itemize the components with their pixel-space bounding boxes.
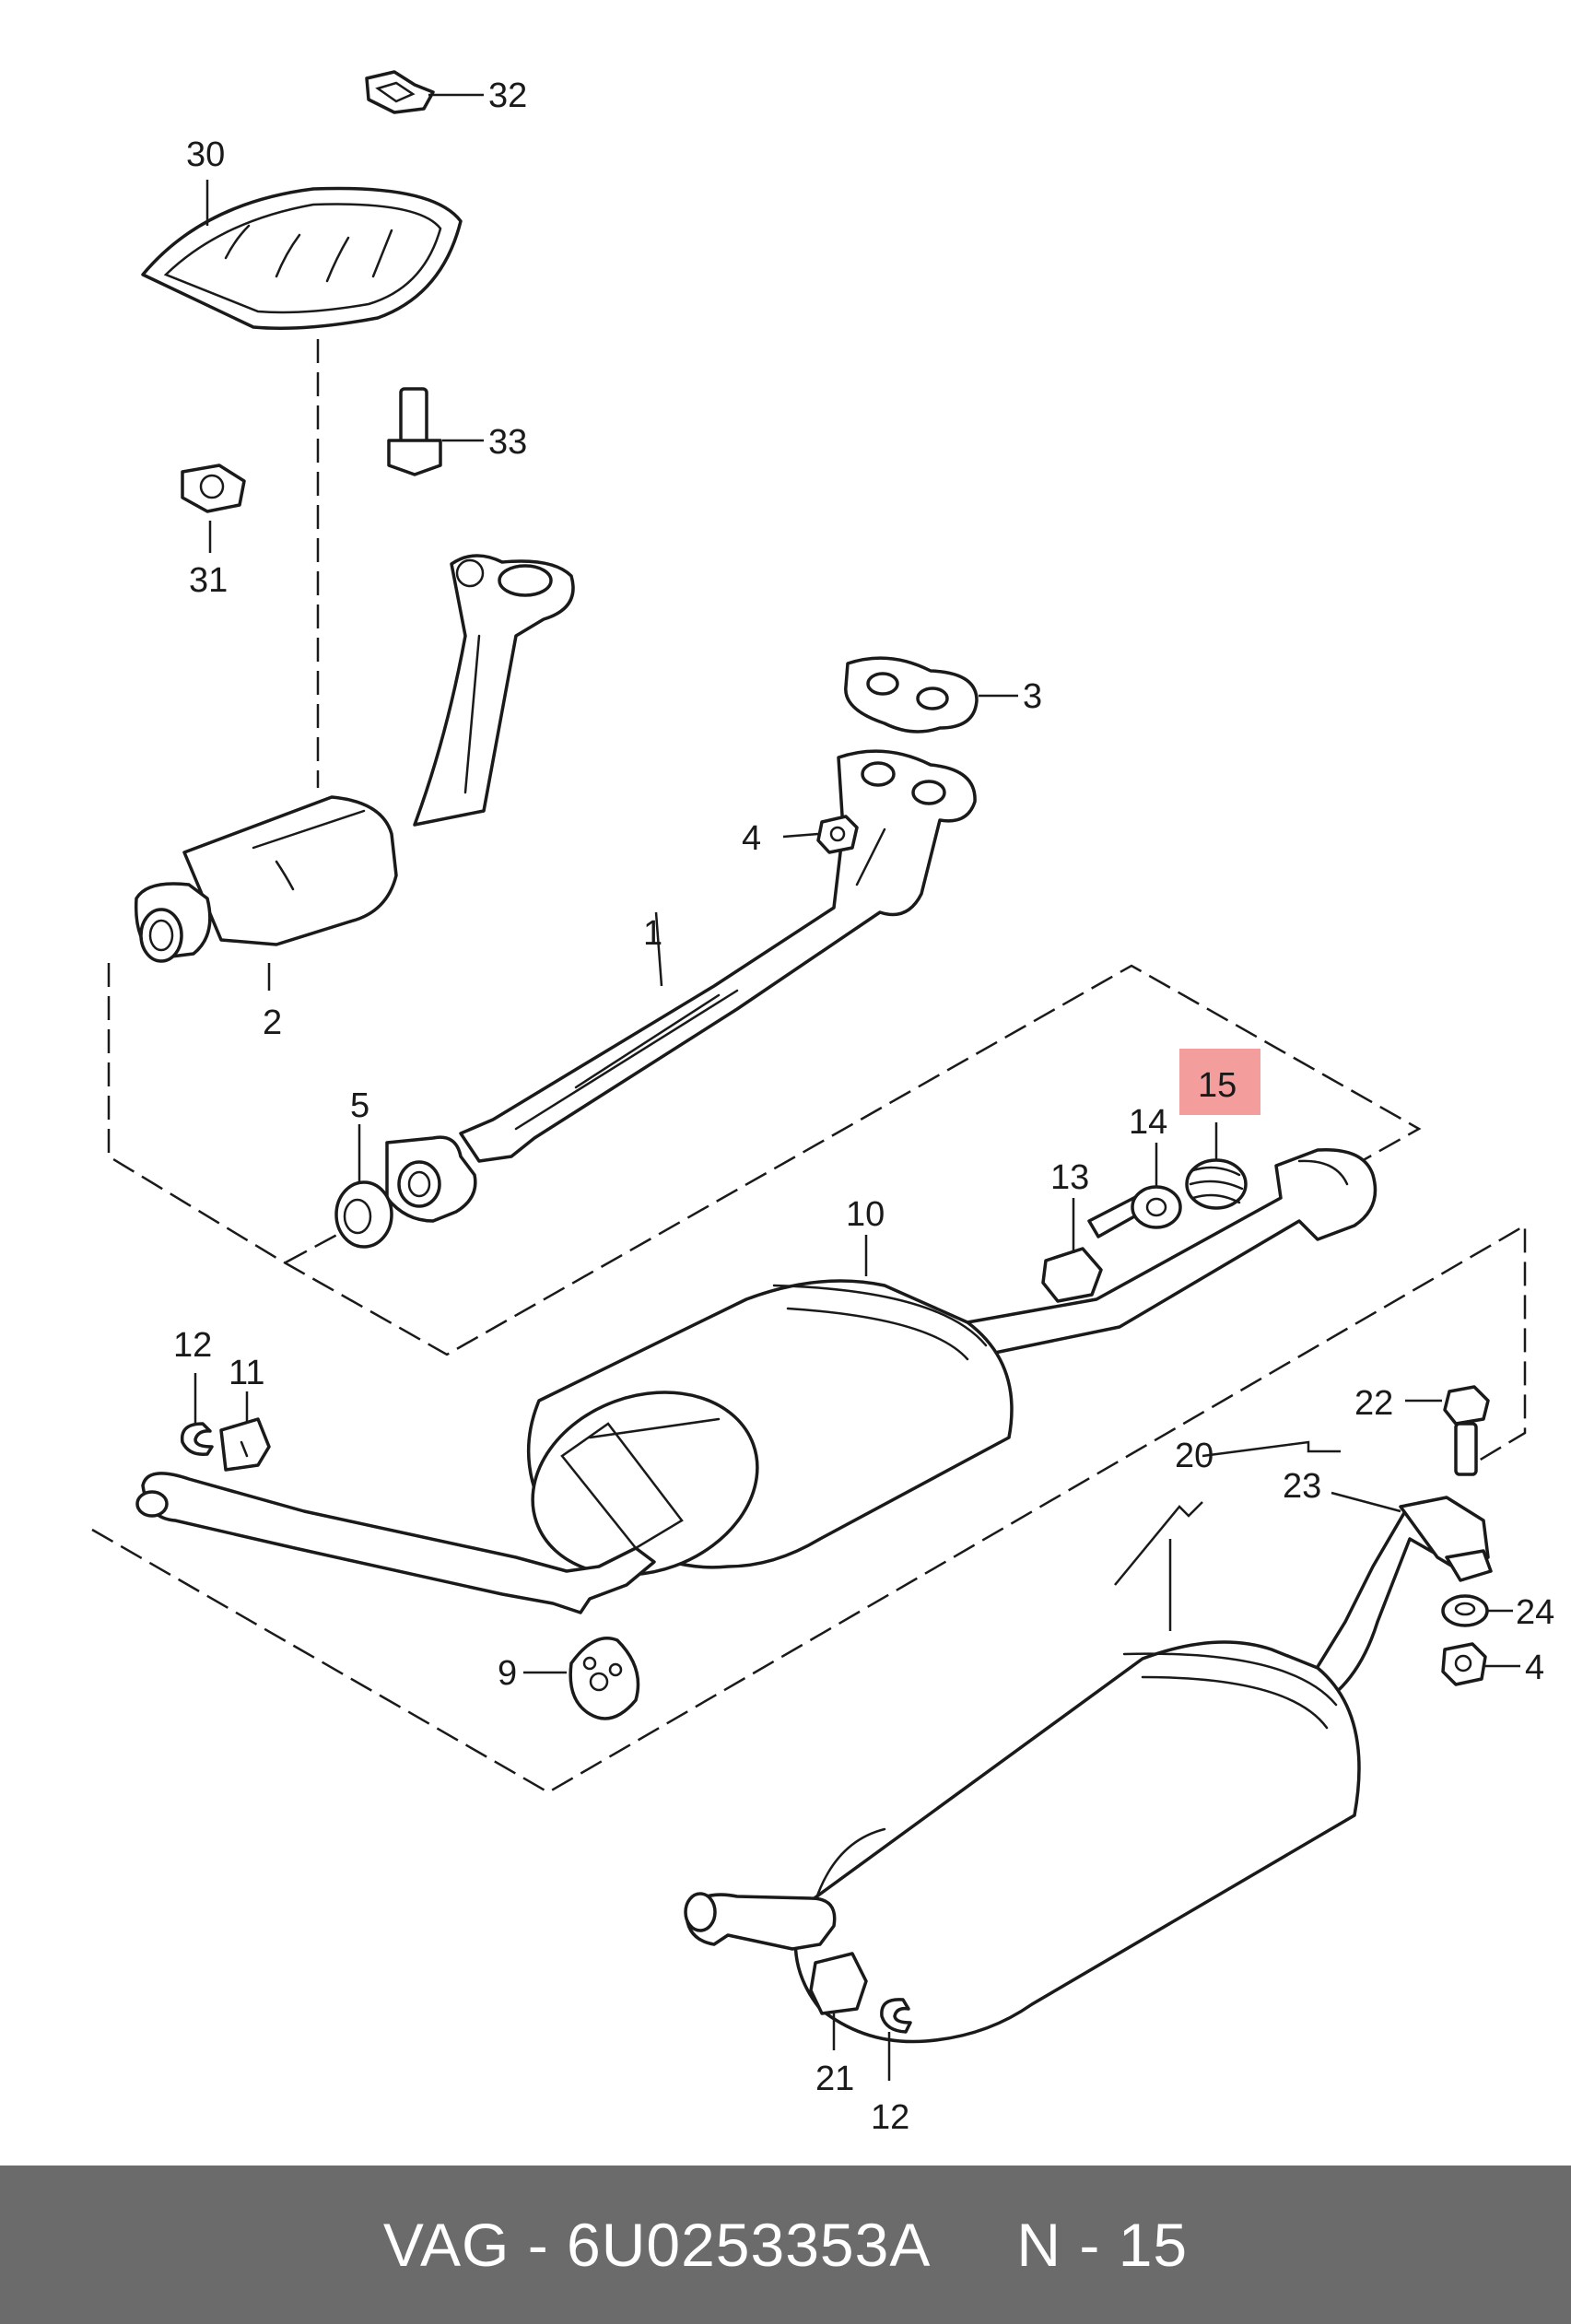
heat-shield-part-30 bbox=[141, 186, 463, 330]
assembly-boundary-front bbox=[107, 963, 1422, 1356]
part-number-label: VAG - 6U0253353A N - 15 bbox=[382, 2211, 1189, 2279]
callout-9: 9 bbox=[498, 1654, 517, 1693]
clamp-ring-part-12-lower bbox=[880, 1998, 912, 2034]
callout-24: 24 bbox=[1516, 1593, 1554, 1632]
bolt-part-22 bbox=[1443, 1385, 1490, 1476]
washer-part-24 bbox=[1441, 1594, 1489, 1627]
rubber-hanger-part-11 bbox=[219, 1417, 271, 1472]
callout-12-lower: 12 bbox=[871, 2098, 909, 2137]
callout-10: 10 bbox=[846, 1195, 885, 1234]
intermediate-pipe bbox=[135, 1472, 656, 1614]
callout-20: 20 bbox=[1175, 1437, 1213, 1475]
clip-nut-part-32 bbox=[365, 70, 435, 114]
leader-lines bbox=[193, 93, 1520, 2081]
exhaust-system-diagram: 32 30 33 31 3 4 1 2 5 15 14 13 10 12 11 … bbox=[91, 70, 1554, 2137]
callout-11: 11 bbox=[229, 1354, 264, 1392]
spring-part-15 bbox=[1185, 1158, 1248, 1210]
callout-23: 23 bbox=[1283, 1467, 1321, 1506]
callout-30: 30 bbox=[186, 135, 225, 174]
rubber-mount-part-9 bbox=[569, 1637, 640, 1720]
rear-silencer-part-20 bbox=[684, 1496, 1493, 2044]
assembly-boundary-middle bbox=[91, 1223, 1527, 1794]
middle-silencer-part-10 bbox=[526, 1147, 1378, 1577]
callout-14: 14 bbox=[1129, 1103, 1167, 1142]
washer-part-14 bbox=[1131, 1185, 1182, 1229]
part-number-footer: VAG - 6U0253353A N - 15 bbox=[0, 2166, 1571, 2324]
callout-12-upper: 12 bbox=[173, 1326, 212, 1365]
callout-15: 15 bbox=[1198, 1066, 1237, 1105]
gasket-part-3 bbox=[844, 656, 979, 734]
connector-dash-5 bbox=[285, 1228, 346, 1264]
callout-32: 32 bbox=[488, 76, 527, 115]
bolt-part-33 bbox=[387, 387, 442, 476]
nut-part-31 bbox=[181, 464, 246, 513]
rubber-hanger-part-21 bbox=[809, 1952, 868, 2015]
callout-4-lower: 4 bbox=[1525, 1649, 1544, 1687]
callout-5: 5 bbox=[350, 1086, 369, 1125]
nut-part-4-lower bbox=[1441, 1642, 1487, 1686]
callout-4-upper: 4 bbox=[742, 819, 761, 858]
callout-21: 21 bbox=[815, 2060, 854, 2098]
front-pipe-catalytic-converter bbox=[134, 554, 575, 963]
sealing-ring-part-5 bbox=[334, 1180, 393, 1249]
callout-3: 3 bbox=[1023, 677, 1042, 716]
clamp-ring-part-12-upper bbox=[180, 1422, 214, 1456]
callout-33: 33 bbox=[488, 423, 527, 462]
callout-2: 2 bbox=[263, 1004, 282, 1042]
callout-31: 31 bbox=[189, 561, 228, 600]
front-pipe-part-1 bbox=[385, 749, 977, 1223]
callout-22: 22 bbox=[1354, 1384, 1393, 1423]
callout-highlight-15 bbox=[1179, 1049, 1260, 1115]
callout-1: 1 bbox=[643, 914, 662, 953]
nut-part-4-upper bbox=[816, 815, 859, 854]
callout-13: 13 bbox=[1050, 1158, 1089, 1197]
